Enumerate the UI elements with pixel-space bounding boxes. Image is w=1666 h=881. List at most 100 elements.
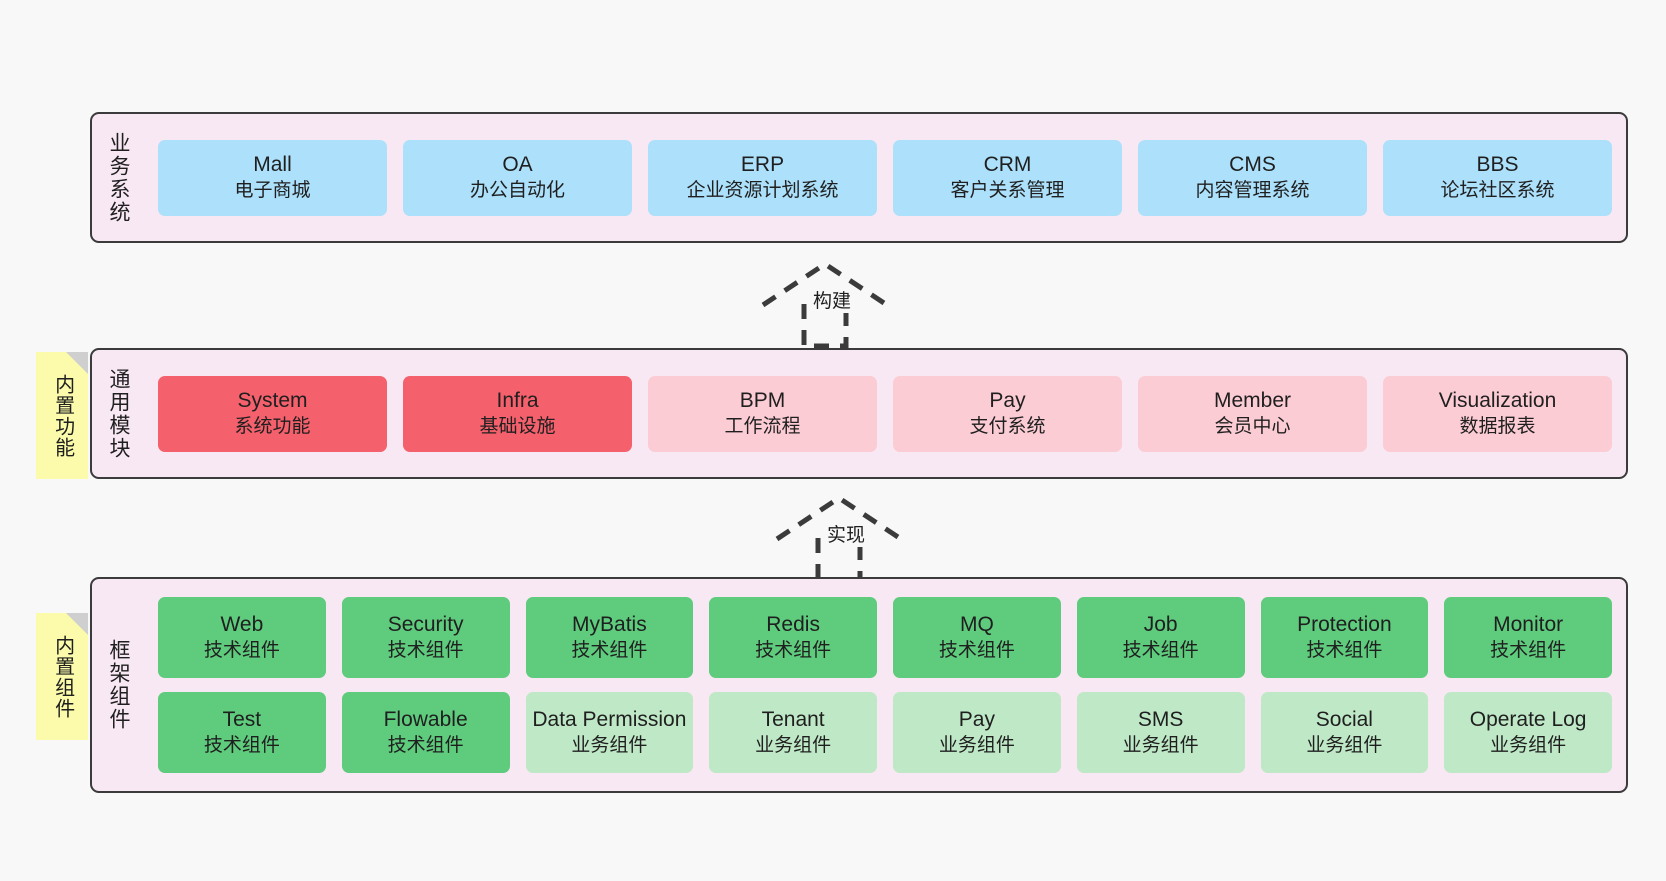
component-subtitle: 技术组件 (203, 734, 280, 756)
component-card[interactable]: Protection 技术组件 (1260, 597, 1429, 678)
component-subtitle: 技术组件 (938, 639, 1015, 661)
component-subtitle: 数据报表 (1459, 415, 1536, 437)
component-title: Security (387, 612, 464, 636)
component-card[interactable]: Pay 支付系统 (893, 375, 1122, 452)
sticky-note-builtin-features-label: 内置功能 (51, 373, 74, 458)
sticky-note-builtin-components: 内置组件 (36, 613, 88, 740)
component-title: ERP (740, 152, 785, 176)
connector-build-arrow (761, 261, 889, 349)
component-title: BPM (739, 388, 786, 412)
component-title: CMS (1229, 152, 1276, 176)
component-subtitle: 客户关系管理 (950, 179, 1065, 201)
layer-label-framework-components: 框架组件 (107, 639, 131, 731)
component-subtitle: 电子商城 (234, 179, 311, 201)
connector-build: 构建 (758, 258, 908, 349)
component-subtitle: 业务组件 (1122, 734, 1199, 756)
connector-build-label: 构建 (810, 286, 855, 313)
note-fold-corner-icon (66, 613, 88, 635)
layer-label-common-modules: 通用模块 (107, 367, 131, 460)
component-title: Social (1315, 707, 1373, 731)
component-subtitle: 技术组件 (571, 639, 648, 661)
component-card[interactable]: MQ 技术组件 (893, 597, 1061, 678)
component-card[interactable]: CRM 客户关系管理 (893, 139, 1122, 216)
component-title: SMS (1137, 707, 1184, 731)
component-subtitle: 支付系统 (969, 415, 1046, 437)
component-title: Visualization (1438, 388, 1557, 412)
component-title: Infra (496, 388, 539, 412)
component-card[interactable]: SMS 业务组件 (1076, 692, 1245, 773)
connector-implement-label: 实现 (824, 520, 869, 547)
component-title: Data Permission (532, 707, 687, 731)
component-card[interactable]: ERP 企业资源计划系统 (648, 139, 877, 216)
component-title: Protection (1297, 612, 1392, 636)
component-title: Redis (766, 612, 820, 636)
component-subtitle: 业务组件 (938, 734, 1015, 756)
component-subtitle: 业务组件 (571, 734, 648, 756)
component-card[interactable]: Tenant 业务组件 (709, 692, 877, 773)
component-subtitle: 系统功能 (234, 415, 311, 437)
component-card[interactable]: Social 业务组件 (1260, 692, 1429, 773)
layer-common-modules: 通用模块 System 系统功能 Infra 基础设施 BPM 工作流程 Pay 支付系统 Me… (90, 348, 1628, 479)
component-title: Job (1143, 612, 1178, 636)
component-card[interactable]: Redis 技术组件 (709, 597, 877, 678)
component-card[interactable]: BBS 论坛社区系统 (1383, 139, 1612, 216)
component-title: BBS (1476, 152, 1519, 176)
component-title: Test (222, 707, 262, 731)
component-subtitle: 业务组件 (755, 734, 832, 756)
component-title: System (237, 388, 308, 412)
component-subtitle: 技术组件 (387, 639, 464, 661)
sticky-note-builtin-features: 内置功能 (36, 352, 88, 479)
component-title: CRM (983, 152, 1032, 176)
component-card[interactable]: Job 技术组件 (1076, 597, 1245, 678)
sticky-note-builtin-components-label: 内置组件 (51, 634, 74, 719)
connector-implement: 实现 (772, 492, 922, 583)
component-card[interactable]: BPM 工作流程 (648, 375, 877, 452)
component-subtitle: 基础设施 (479, 415, 556, 437)
component-card[interactable]: Data Permission 业务组件 (525, 692, 694, 773)
component-title: Web (220, 612, 264, 636)
component-title: Member (1213, 388, 1292, 412)
component-subtitle: 论坛社区系统 (1440, 179, 1555, 201)
component-title: MQ (959, 612, 994, 636)
component-title: MyBatis (572, 612, 647, 636)
component-subtitle: 技术组件 (1490, 639, 1567, 661)
component-card[interactable]: Visualization 数据报表 (1383, 375, 1612, 452)
component-title: Pay (989, 388, 1026, 412)
component-card[interactable]: Flowable 技术组件 (341, 692, 510, 773)
component-subtitle: 技术组件 (387, 734, 464, 756)
component-card[interactable]: CMS 内容管理系统 (1138, 139, 1367, 216)
component-card[interactable]: Mall 电子商城 (158, 139, 387, 216)
component-subtitle: 技术组件 (755, 639, 832, 661)
component-card[interactable]: Test 技术组件 (158, 692, 326, 773)
component-card[interactable]: Security 技术组件 (341, 597, 510, 678)
component-card[interactable]: Monitor 技术组件 (1444, 597, 1612, 678)
component-subtitle: 技术组件 (1306, 639, 1383, 661)
component-subtitle: 业务组件 (1306, 734, 1383, 756)
component-title: Mall (253, 152, 292, 176)
component-card[interactable]: Infra 基础设施 (403, 375, 632, 452)
component-card[interactable]: System 系统功能 (158, 375, 387, 452)
component-subtitle: 技术组件 (1122, 639, 1199, 661)
component-subtitle: 企业资源计划系统 (686, 179, 839, 201)
component-title: Flowable (383, 707, 468, 731)
component-title: Tenant (761, 707, 825, 731)
component-subtitle: 工作流程 (724, 415, 801, 437)
component-card[interactable]: MyBatis 技术组件 (525, 597, 694, 678)
component-title: Monitor (1493, 612, 1564, 636)
component-subtitle: 内容管理系统 (1195, 179, 1310, 201)
component-title: OA (502, 152, 533, 176)
layer-label-business-systems: 业务系统 (107, 131, 131, 224)
